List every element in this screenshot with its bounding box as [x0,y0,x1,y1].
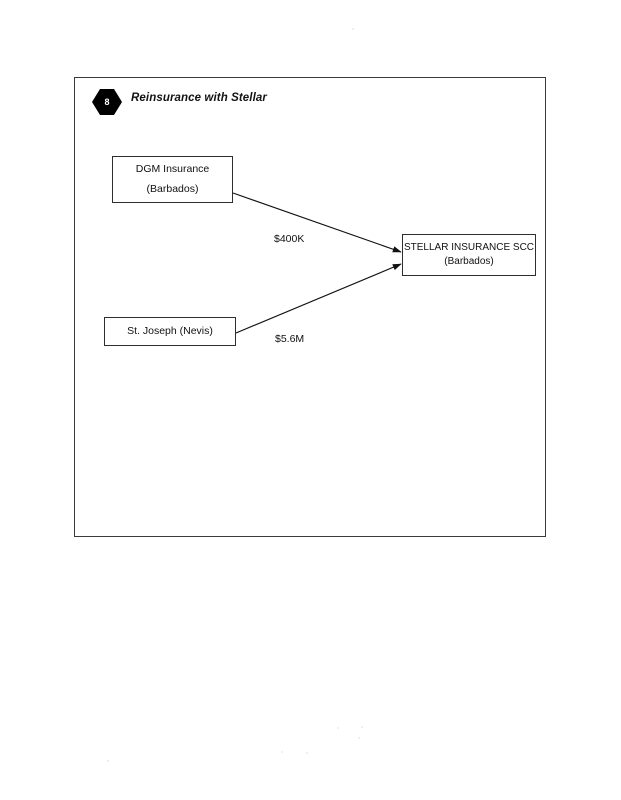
page-title: Reinsurance with Stellar [131,92,267,104]
edge-label-5-6m: $5.6M [275,333,305,345]
scan-speckle [358,737,360,739]
node-dgm-insurance[interactable]: DGM Insurance (Barbados) [112,156,233,203]
node-dgm-line2: (Barbados) [146,182,199,195]
edge-stjoseph-to-stellar [235,263,402,334]
slide-frame: 8 Reinsurance with Stellar DGM Insurance… [74,77,546,537]
node-dgm-line1: DGM Insurance [135,163,210,176]
slide-number-label: 8 [104,97,110,107]
edge-label-400k: $400K [274,233,305,245]
hexagon-icon [92,89,122,115]
scan-speckle [306,752,308,754]
scan-speckle [337,727,339,729]
slide-number-badge: 8 [92,89,122,115]
scan-speckle [107,760,109,762]
node-st-joseph-line1: St. Joseph (Nevis) [127,324,213,337]
node-stellar-line1: STELLAR INSURANCE SCC [403,241,535,253]
node-stellar-insurance[interactable]: STELLAR INSURANCE SCC (Barbados) [402,234,536,276]
edge-dgm-to-stellar [232,192,402,253]
scan-speckle [281,751,283,753]
flow-connector-layer [232,192,402,334]
node-st-joseph[interactable]: St. Joseph (Nevis) [104,317,236,346]
scan-speckle [352,28,354,30]
scan-speckle [361,726,363,728]
node-stellar-line2: (Barbados) [444,256,494,267]
